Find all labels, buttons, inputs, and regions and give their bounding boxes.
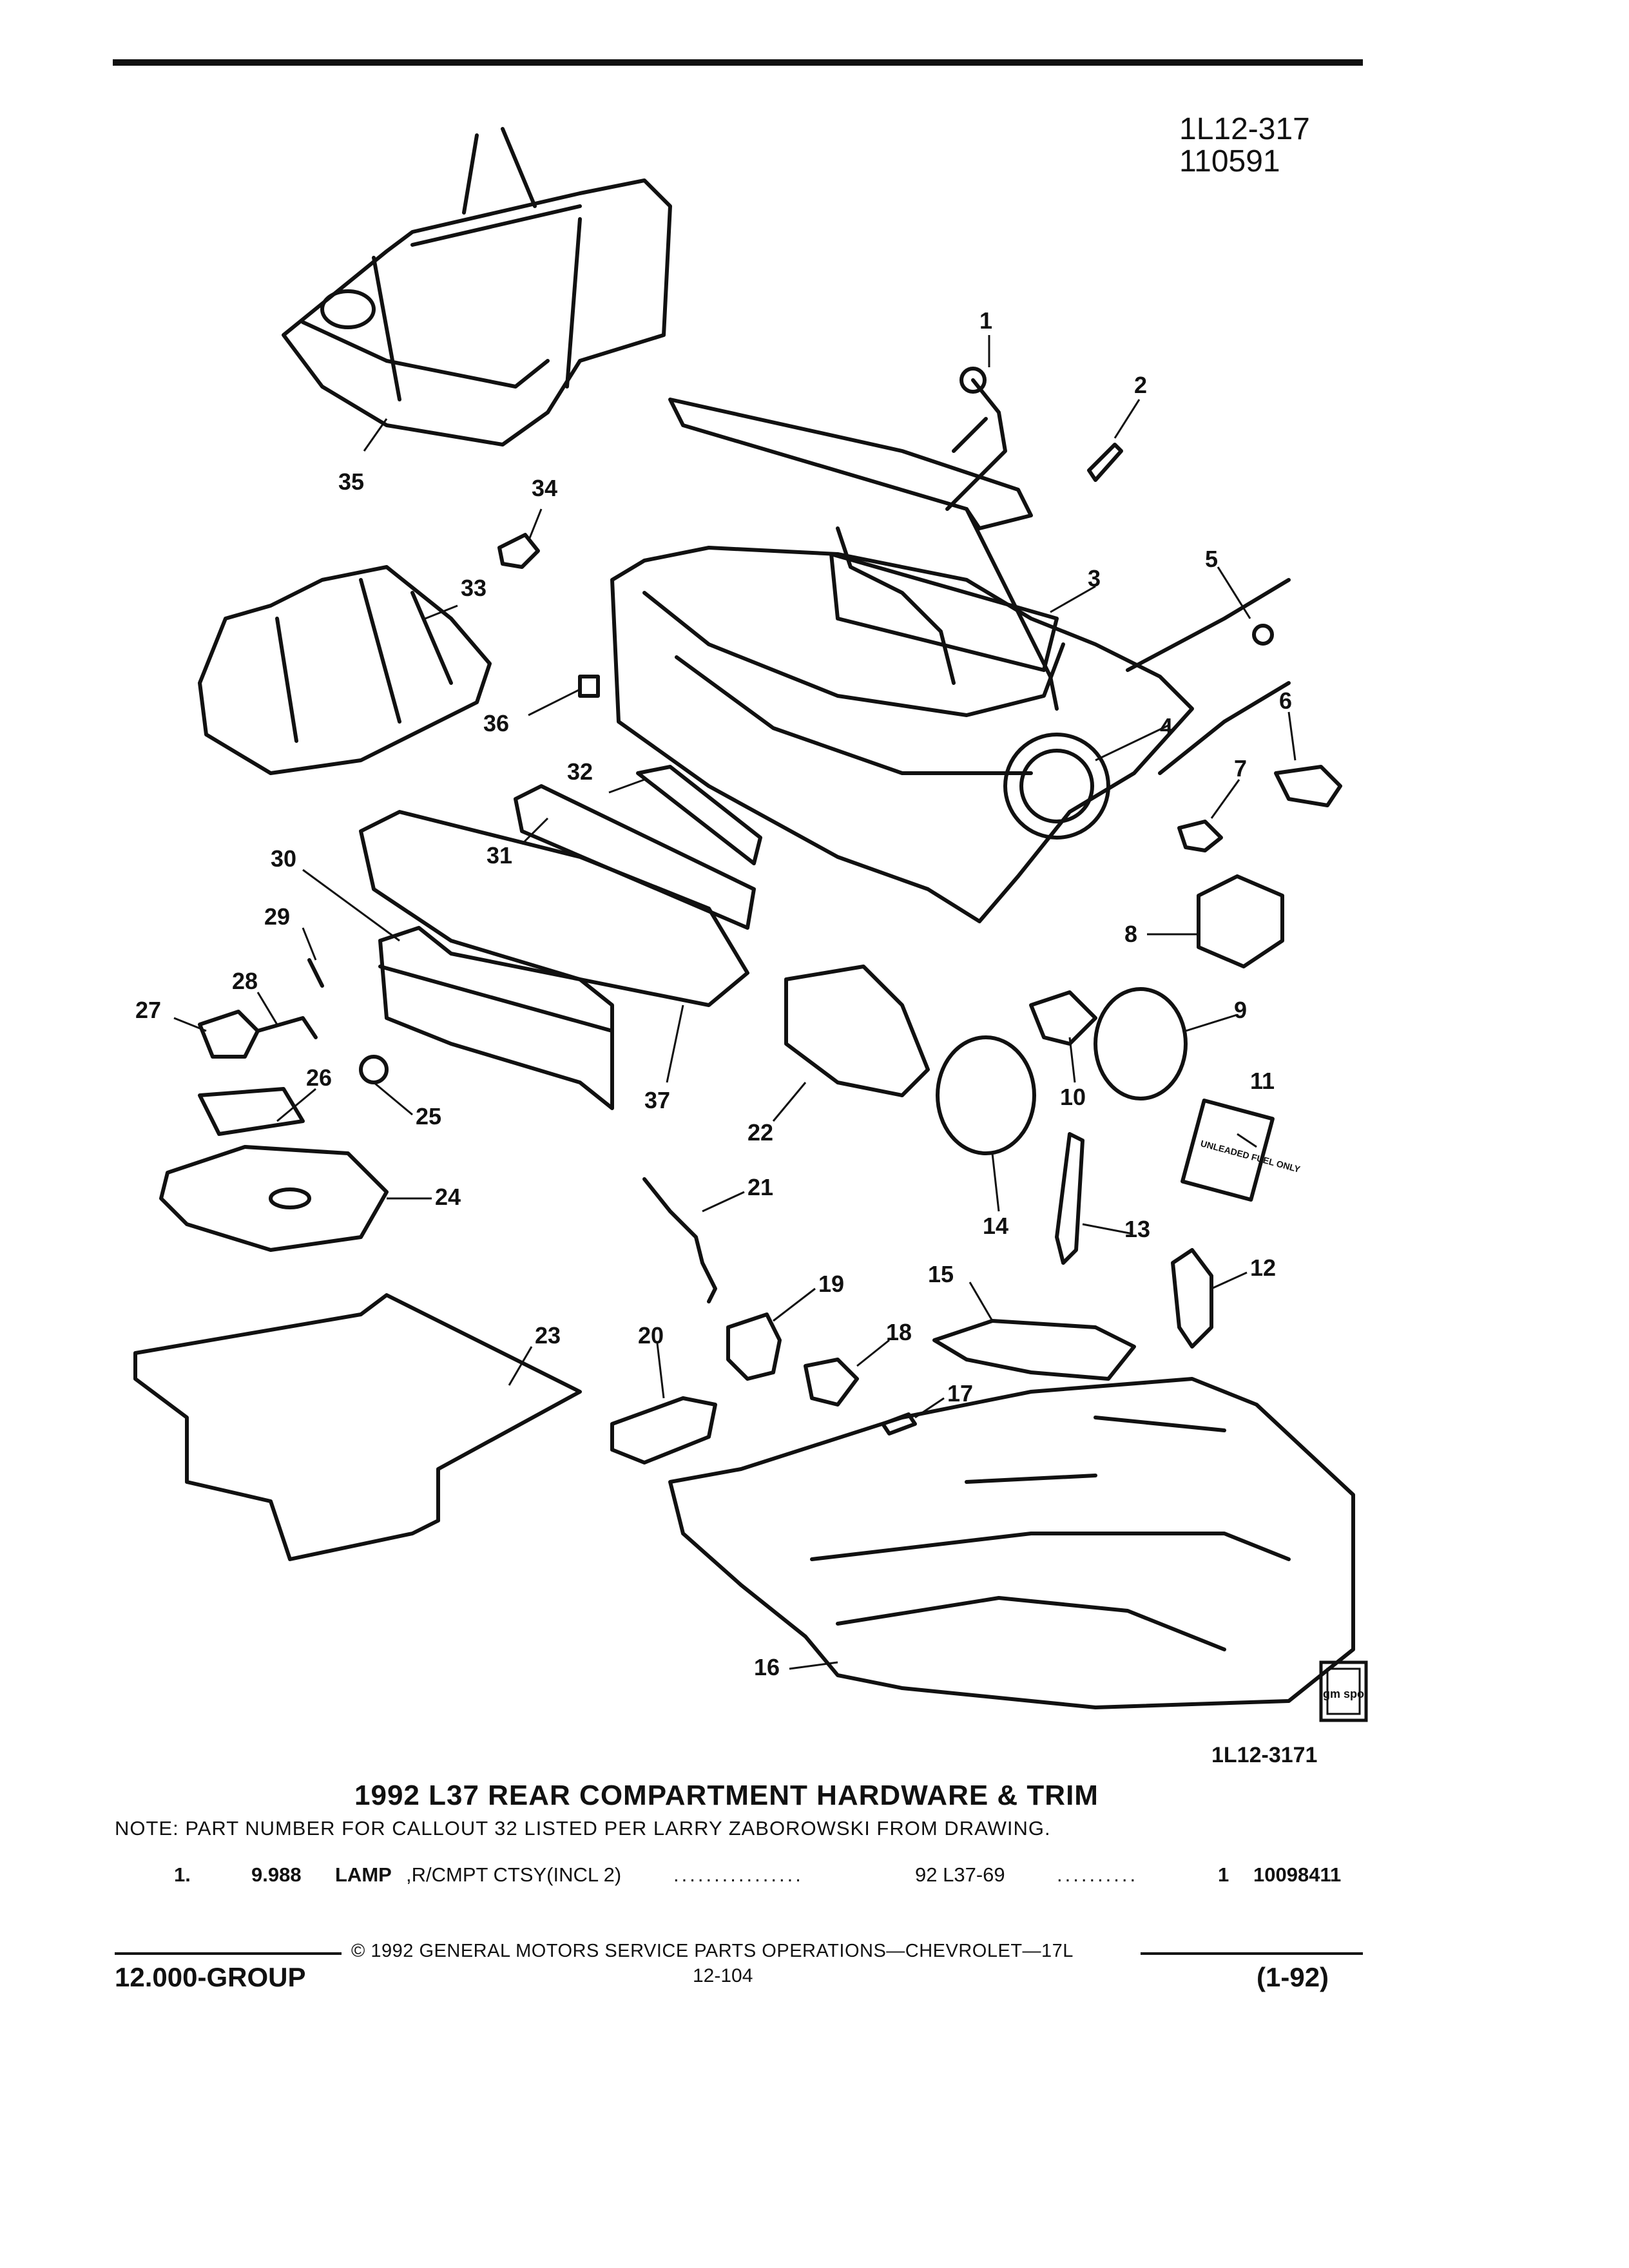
callout-2: 2 xyxy=(1134,372,1147,398)
item-name: LAMP xyxy=(335,1863,392,1886)
callout-26: 26 xyxy=(306,1064,332,1091)
top-rule xyxy=(113,59,1363,66)
reference-number: 110591 xyxy=(1179,144,1280,178)
callout-4: 4 xyxy=(1160,713,1173,740)
revision-date: (1-92) xyxy=(1257,1962,1329,1992)
part-32-grille-strip xyxy=(636,765,762,865)
part-23-trunk-mat xyxy=(133,1293,582,1561)
gm-spo-logo: gm spo xyxy=(1319,1660,1368,1722)
part-35-trim-panel xyxy=(282,127,672,447)
part-36-clip xyxy=(578,675,600,698)
callout-28: 28 xyxy=(232,968,258,994)
callout-30: 30 xyxy=(271,845,296,872)
item-leader-2: .......... xyxy=(1057,1863,1139,1886)
item-leader: ................ xyxy=(673,1863,804,1886)
trunk-body-assembly xyxy=(610,398,1291,923)
callout-21: 21 xyxy=(747,1174,773,1200)
figure-code: 1L12-3171 xyxy=(1211,1743,1317,1767)
callout-25: 25 xyxy=(416,1103,441,1129)
part-21-rod xyxy=(642,1177,717,1303)
callout-24: 24 xyxy=(435,1184,461,1210)
part-5-screw xyxy=(1252,624,1274,646)
part-30-rear-trim-panel xyxy=(378,926,614,1110)
group-code: 12.000-GROUP xyxy=(115,1962,306,1992)
footer-rule-right xyxy=(1141,1952,1363,1955)
callout-14: 14 xyxy=(983,1213,1008,1239)
part-2-bulb xyxy=(1087,443,1123,482)
footer-rule-left xyxy=(115,1952,342,1955)
callout-23: 23 xyxy=(535,1322,561,1349)
copyright: © 1992 GENERAL MOTORS SERVICE PARTS OPER… xyxy=(351,1941,1074,1961)
page-number: 12-104 xyxy=(693,1965,753,1986)
callout-12: 12 xyxy=(1250,1254,1276,1281)
callout-31: 31 xyxy=(487,842,512,869)
item-index: 1. xyxy=(174,1863,191,1886)
callout-34: 34 xyxy=(532,475,557,501)
part-9-fuel-door xyxy=(1094,987,1188,1100)
callout-29: 29 xyxy=(264,903,290,930)
part-10-hinge xyxy=(1029,990,1097,1046)
part-25-nut xyxy=(359,1055,389,1084)
part-15-actuator xyxy=(932,1319,1136,1381)
callout-10: 10 xyxy=(1060,1084,1086,1110)
part-22-tail-lamp xyxy=(784,965,930,1097)
logo-text: gm spo xyxy=(1323,1687,1364,1700)
callout-5: 5 xyxy=(1205,546,1218,572)
item-model: 92 L37-69 xyxy=(915,1863,1005,1886)
part-29-screw xyxy=(307,958,324,988)
part-8-housing xyxy=(1197,874,1284,968)
callout-20: 20 xyxy=(638,1322,664,1349)
part-37-sill-plate xyxy=(359,810,749,1007)
callout-35: 35 xyxy=(338,468,364,495)
callout-13: 13 xyxy=(1124,1216,1150,1242)
callout-32: 32 xyxy=(567,758,593,785)
part-27-latch xyxy=(198,1010,260,1059)
callout-27: 27 xyxy=(135,997,161,1023)
page-title: 1992 L37 REAR COMPARTMENT HARDWARE & TRI… xyxy=(354,1780,1099,1811)
part-20-lamp xyxy=(610,1396,717,1465)
callout-16: 16 xyxy=(754,1654,780,1680)
item-description: ,R/CMPT CTSY(INCL 2) xyxy=(406,1863,622,1886)
callout-17: 17 xyxy=(947,1380,973,1407)
part-13-bracket xyxy=(1055,1132,1084,1265)
callout-labels: 1 2 3 4 5 6 7 8 9 10 11 12 13 14 15 16 1… xyxy=(135,307,1292,1680)
part-18-hook xyxy=(804,1358,859,1407)
callout-36: 36 xyxy=(483,710,509,736)
callout-22: 22 xyxy=(747,1119,773,1146)
callout-7: 7 xyxy=(1234,755,1247,782)
part-33-side-panel xyxy=(198,565,492,775)
callout-19: 19 xyxy=(818,1271,844,1297)
callout-9: 9 xyxy=(1234,997,1247,1023)
item-quantity: 1 xyxy=(1218,1863,1229,1886)
callout-1: 1 xyxy=(979,307,992,334)
note: NOTE: PART NUMBER FOR CALLOUT 32 LISTED … xyxy=(115,1817,1051,1840)
part-6-bracket xyxy=(1274,765,1342,807)
part-31-trim-strip xyxy=(514,784,756,930)
part-14-ring xyxy=(936,1035,1036,1155)
callout-3: 3 xyxy=(1088,565,1101,591)
part-34-push-pin xyxy=(497,533,540,569)
callout-18: 18 xyxy=(886,1319,912,1345)
part-26-tape xyxy=(198,1087,305,1136)
part-11-label xyxy=(1181,1098,1275,1202)
part-12-grille xyxy=(1171,1248,1213,1349)
item-code: 9.988 xyxy=(251,1863,302,1886)
part-28-bolt xyxy=(256,1016,318,1039)
item-part-number: 10098411 xyxy=(1253,1863,1342,1886)
callout-8: 8 xyxy=(1124,921,1137,947)
part-24-spare-cover xyxy=(159,1145,389,1252)
callout-37: 37 xyxy=(644,1087,670,1113)
part-1-lamp xyxy=(945,378,1007,511)
callout-33: 33 xyxy=(461,575,487,601)
callout-11: 11 xyxy=(1250,1068,1275,1094)
callout-15: 15 xyxy=(928,1261,954,1287)
part-7-bumper xyxy=(1177,820,1223,852)
reference-code: 1L12-317 xyxy=(1179,112,1310,146)
part-17-clip xyxy=(881,1412,917,1436)
exploded-parts-diagram: 1 2 3 4 5 6 7 8 9 10 11 12 13 14 15 16 1… xyxy=(133,127,1368,1767)
callout-6: 6 xyxy=(1279,687,1292,714)
part-19-striker xyxy=(726,1312,782,1381)
